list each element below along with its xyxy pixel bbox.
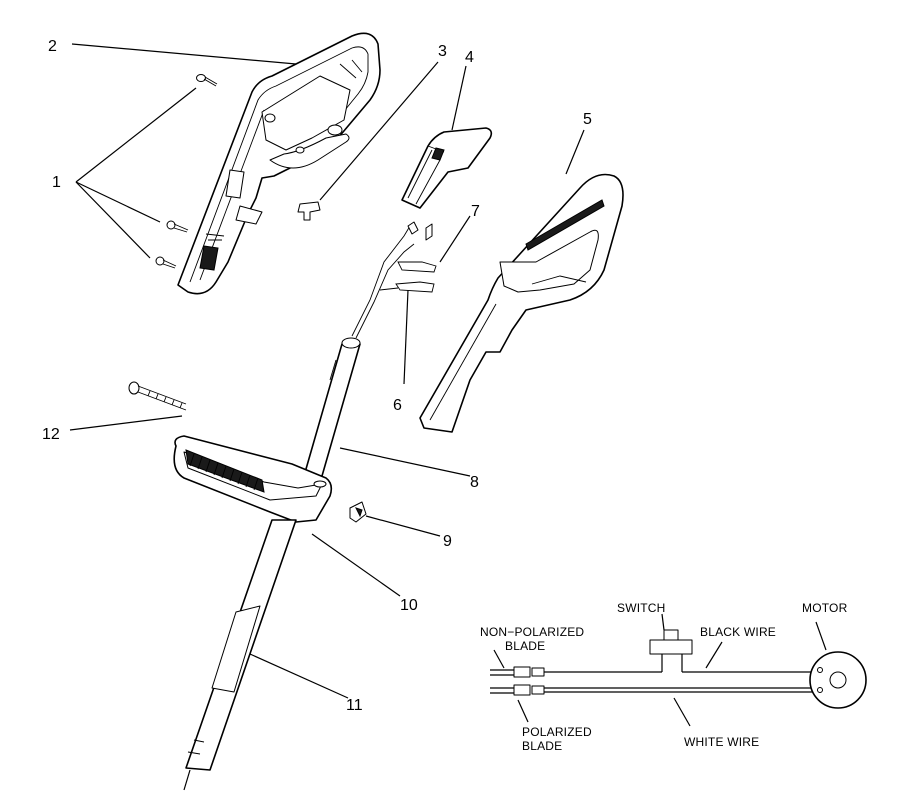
leader-9 xyxy=(365,515,441,537)
callout-labels: 2 1 3 4 5 7 6 8 9 10 11 12 xyxy=(42,38,592,714)
label-motor: MOTOR xyxy=(802,601,848,615)
arrow-white-wire xyxy=(673,697,691,727)
leader-8 xyxy=(339,447,471,477)
switch-button xyxy=(663,629,679,641)
label-white-wire: WHITE WIRE xyxy=(684,735,759,749)
callout-9: 9 xyxy=(443,533,452,550)
part-11-lower-tube xyxy=(183,519,297,791)
callout-12: 12 xyxy=(42,426,60,443)
leader-1b xyxy=(75,181,161,223)
connector-top xyxy=(513,666,531,678)
part-5-handle-housing-right xyxy=(419,173,624,433)
leader-1c xyxy=(75,181,151,259)
leader-7 xyxy=(439,215,471,263)
label-switch: SWITCH xyxy=(617,601,666,615)
part-10-auxiliary-handle xyxy=(173,435,333,523)
callout-4: 4 xyxy=(465,49,474,66)
callout-8: 8 xyxy=(470,474,479,491)
motor-terminal-bottom xyxy=(817,687,823,693)
leader-2 xyxy=(71,43,297,65)
leader-12 xyxy=(69,415,183,431)
non-polarized-blade xyxy=(490,669,514,676)
connector-top-2 xyxy=(531,667,545,677)
part-1-screws xyxy=(155,74,218,269)
part-8-upper-tube xyxy=(303,337,361,477)
part-6-7-wire-terminals xyxy=(351,221,437,339)
arrow-polarized xyxy=(517,699,529,723)
label-polarized-line2: BLADE xyxy=(522,739,562,753)
leader-6 xyxy=(403,289,409,385)
part-4-trigger xyxy=(401,127,493,209)
screw-top xyxy=(196,74,218,87)
callout-2: 2 xyxy=(48,38,57,55)
label-black-wire: BLACK WIRE xyxy=(700,625,776,639)
leader-5 xyxy=(565,129,585,175)
wiring-schematic: NON−POLARIZED BLADE SWITCH BLACK WIRE MO… xyxy=(480,601,867,753)
callout-1: 1 xyxy=(52,174,61,191)
part-2-handle-housing-left xyxy=(177,32,381,295)
leader-1a xyxy=(75,87,197,183)
arrow-black-wire xyxy=(705,641,723,669)
leader-lines xyxy=(69,43,585,699)
callout-7: 7 xyxy=(471,203,480,220)
callout-3: 3 xyxy=(438,43,447,60)
screw-middle xyxy=(166,220,189,233)
switch-leads xyxy=(661,654,683,672)
callout-10: 10 xyxy=(400,597,418,614)
callout-5: 5 xyxy=(583,111,592,128)
motor-shaft xyxy=(829,671,847,689)
leader-10 xyxy=(311,533,401,597)
white-wire xyxy=(544,687,820,693)
arrow-motor xyxy=(815,621,827,651)
arrow-switch xyxy=(661,613,665,631)
leader-3 xyxy=(319,61,439,201)
label-polarized-line1: POLARIZED xyxy=(522,725,592,739)
part-9-nut xyxy=(349,501,367,523)
leader-11 xyxy=(249,653,349,699)
label-non-polarized-line2: BLADE xyxy=(505,639,545,653)
screw-bottom xyxy=(155,256,177,269)
label-non-polarized-line1: NON−POLARIZED xyxy=(480,625,584,639)
polarized-blade xyxy=(490,687,514,694)
connector-bottom xyxy=(513,684,531,696)
callout-11: 11 xyxy=(346,697,363,714)
part-3-switch-clip xyxy=(297,201,321,221)
leader-4 xyxy=(451,65,467,131)
part-12-bolt xyxy=(128,381,187,411)
connector-bottom-2 xyxy=(531,685,545,695)
arrow-non-polarized xyxy=(493,649,505,669)
motor-terminal-top xyxy=(817,667,823,673)
switch-body xyxy=(649,639,693,655)
callout-6: 6 xyxy=(393,397,402,414)
